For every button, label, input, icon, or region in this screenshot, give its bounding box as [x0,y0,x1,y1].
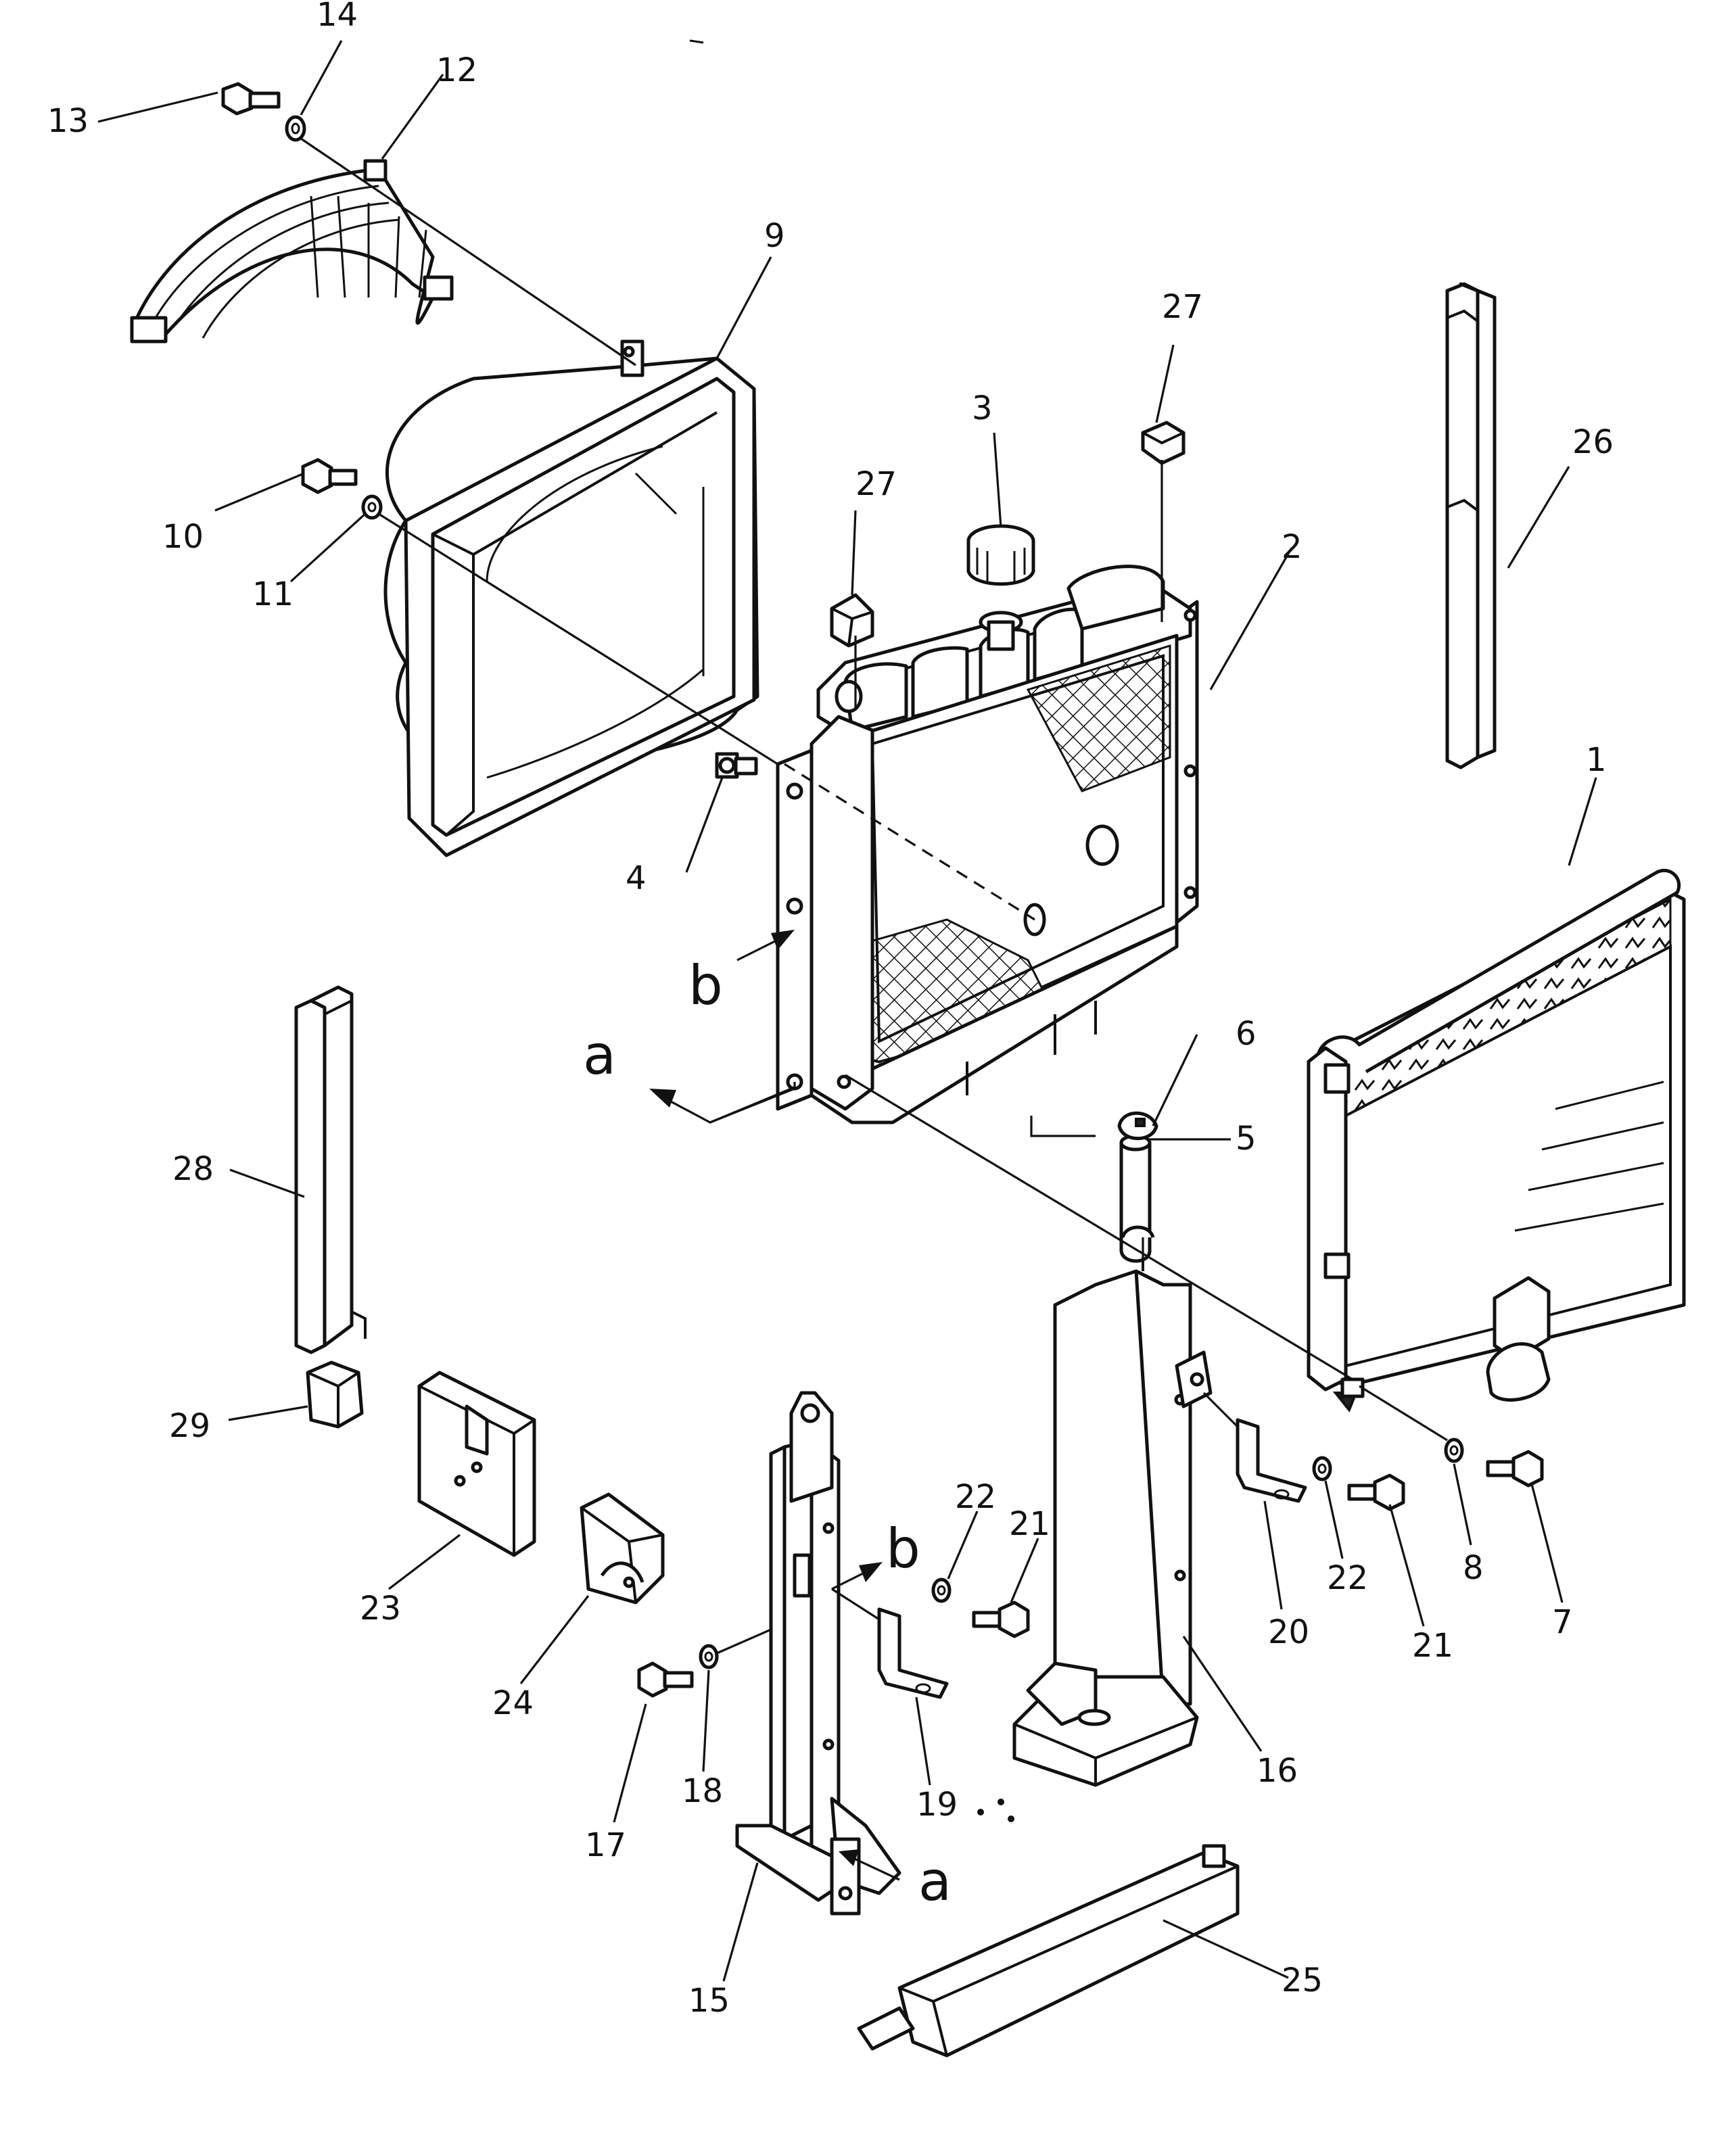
fan-shroud-part-9 [383,339,759,857]
callout-1: 1 [1586,741,1607,779]
callout-26: 26 [1572,423,1614,461]
callout-14: 14 [316,0,358,34]
radiator-cap-part-3 [966,524,1035,651]
callout-21b: 21 [1412,1627,1453,1665]
callout-6: 6 [1236,1015,1257,1053]
callout-18: 18 [682,1772,723,1810]
callout-20: 20 [1268,1613,1309,1651]
bolt-part-17 [637,1661,694,1698]
bracket-plate-part-19 [877,1607,949,1699]
fan-guard-part-12 [130,159,454,343]
washer-part-14 [285,115,306,142]
callout-9: 9 [764,217,785,255]
rubber-pad-part-29 [306,1360,364,1429]
scan-specks [689,39,1014,1822]
view-marker-a-bottom: a [918,1850,952,1913]
assembly-lines [300,137,1448,1655]
hose-clip-part-6 [1117,1111,1158,1141]
callout-13: 13 [47,102,89,140]
view-marker-b-left: b [688,954,723,1017]
washer-part-18 [699,1644,719,1669]
view-marker-a-left: a [583,1024,616,1087]
callout-27b: 27 [1162,288,1203,326]
callout-leaders [97,40,1597,1982]
callout-22a: 22 [955,1478,996,1516]
bolt-part-21a [972,1600,1030,1638]
bolt-part-21b [1347,1473,1405,1511]
seal-strip-part-28 [294,985,367,1354]
callout-16: 16 [1257,1752,1298,1790]
callout-2: 2 [1282,528,1303,566]
rubber-pad-part-27a [830,593,874,648]
callout-23: 23 [360,1590,401,1628]
callout-22b: 22 [1327,1559,1368,1597]
radiator-part-2 [776,565,1199,1124]
callout-4: 4 [626,859,647,897]
callout-5: 5 [1236,1120,1257,1158]
seal-strip-part-25 [857,1844,1240,2058]
support-bracket-part-16 [1012,1225,1213,1787]
view-arrow-a-left [649,1087,792,1124]
callout-11: 11 [252,575,294,613]
callout-3: 3 [972,389,993,427]
view-arrow-b-left [736,930,795,962]
callout-15: 15 [688,1982,730,2020]
bolt-part-7 [1486,1450,1544,1488]
bracket-plate-part-20 [1236,1418,1307,1503]
view-markers: a b b a [583,954,952,1913]
washer-part-8 [1444,1438,1464,1463]
callout-28: 28 [172,1150,214,1188]
callout-numbers: 1 2 3 4 5 6 7 8 9 10 11 12 13 14 15 16 1… [47,0,1614,2020]
support-bracket-part-15 [735,1391,901,1916]
view-arrow-b-bottom [831,1562,883,1590]
washer-part-22a [931,1577,952,1603]
drain-cock-part-4 [715,752,758,779]
callout-29: 29 [169,1407,210,1445]
washer-part-11 [361,494,383,520]
view-arrow-a-bottom [839,1849,900,1881]
callout-25: 25 [1282,1962,1323,1999]
callout-21a: 21 [1009,1505,1050,1543]
callout-19: 19 [916,1786,958,1824]
callout-17: 17 [585,1826,626,1864]
bolt-part-10 [301,458,358,494]
washer-part-22b [1312,1456,1332,1481]
bolt-part-13 [221,82,281,116]
callout-8: 8 [1463,1549,1484,1587]
callout-27a: 27 [855,465,897,503]
callout-24: 24 [492,1684,534,1722]
rubber-pad-part-23 [417,1371,536,1557]
rubber-pad-part-24 [580,1492,665,1605]
view-marker-b-bottom: b [886,1517,920,1580]
callout-10: 10 [162,518,204,556]
oil-cooler-part-1 [1307,868,1686,1413]
callout-7: 7 [1552,1603,1573,1641]
callout-12: 12 [436,51,477,89]
rubber-pad-part-27b [1141,421,1186,465]
seal-strip-part-26 [1445,282,1497,769]
